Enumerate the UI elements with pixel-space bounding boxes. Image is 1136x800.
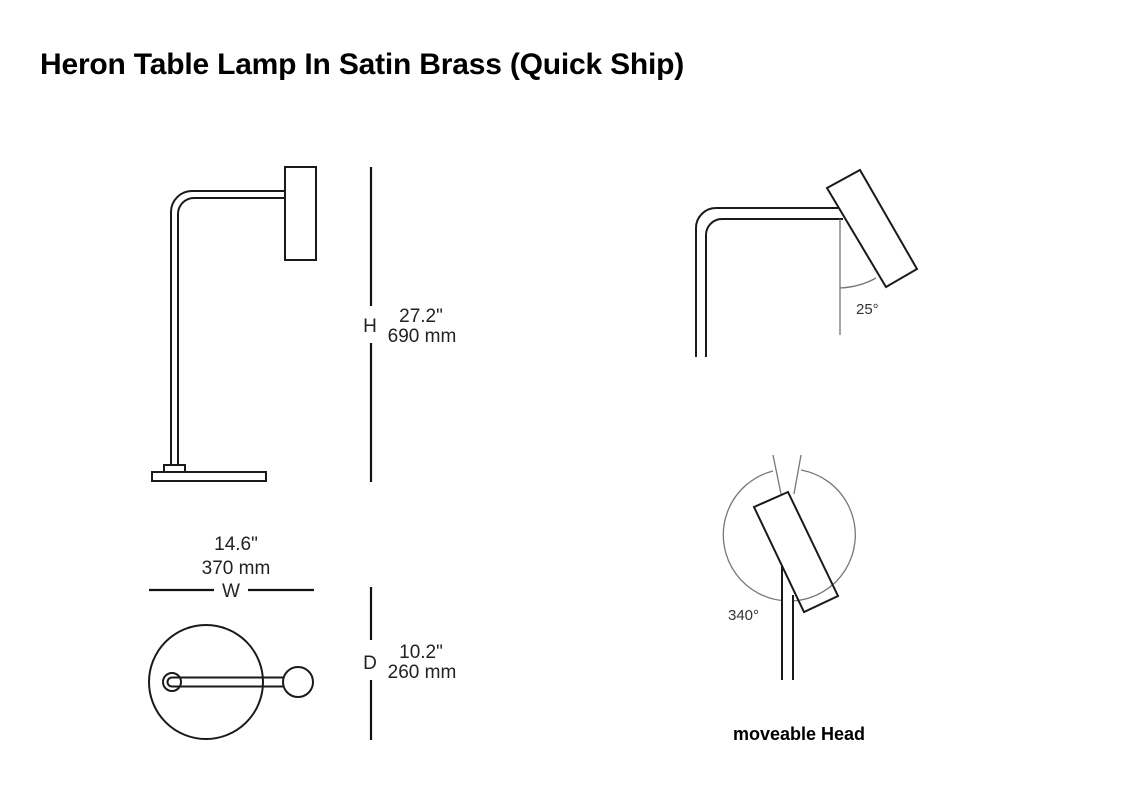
- tilt-angle-label: 25°: [856, 301, 879, 318]
- rotation-limit-line-right: [793, 454, 802, 495]
- depth-letter: D: [363, 653, 377, 674]
- stem-outer-line: [170, 190, 285, 465]
- moveable-head-caption: moveable Head: [733, 724, 865, 744]
- depth-mm: 260 mm: [388, 662, 457, 683]
- top-view-lamp: [148, 624, 314, 740]
- base-plate: [151, 471, 267, 482]
- width-letter: W: [222, 581, 240, 602]
- base-circle: [148, 624, 264, 740]
- height-mm: 690 mm: [388, 326, 457, 347]
- rotation-detail: 340°: [722, 454, 856, 682]
- stem-inner-line: [177, 197, 285, 465]
- height-dimension: H 27.2" 690 mm: [363, 167, 456, 482]
- tilt-arm-outer: [695, 207, 838, 357]
- tilt-detail: 25°: [695, 168, 919, 357]
- depth-inches: 10.2": [399, 642, 443, 663]
- depth-dimension: D 10.2" 260 mm: [363, 587, 456, 740]
- head-circle: [282, 666, 314, 698]
- tilt-angle-arc: [839, 277, 877, 289]
- tilted-lamp-head: [825, 168, 919, 289]
- rotation-angle-label: 340°: [728, 607, 759, 624]
- stem-circle: [162, 672, 182, 692]
- rotation-limit-line-left: [772, 454, 782, 495]
- tilt-arm-inner: [705, 218, 843, 357]
- base-collar: [163, 464, 186, 473]
- height-letter: H: [363, 316, 377, 337]
- width-inches: 14.6": [214, 534, 258, 555]
- height-inches: 27.2": [399, 306, 443, 327]
- page-title: Heron Table Lamp In Satin Brass (Quick S…: [40, 48, 685, 81]
- side-view-lamp: [151, 166, 317, 482]
- rotated-lamp-head: [752, 490, 840, 614]
- lamp-head: [284, 166, 317, 261]
- arm-top-view: [166, 676, 283, 688]
- width-dimension: 14.6" 370 mm W: [149, 534, 314, 602]
- width-mm: 370 mm: [202, 558, 271, 579]
